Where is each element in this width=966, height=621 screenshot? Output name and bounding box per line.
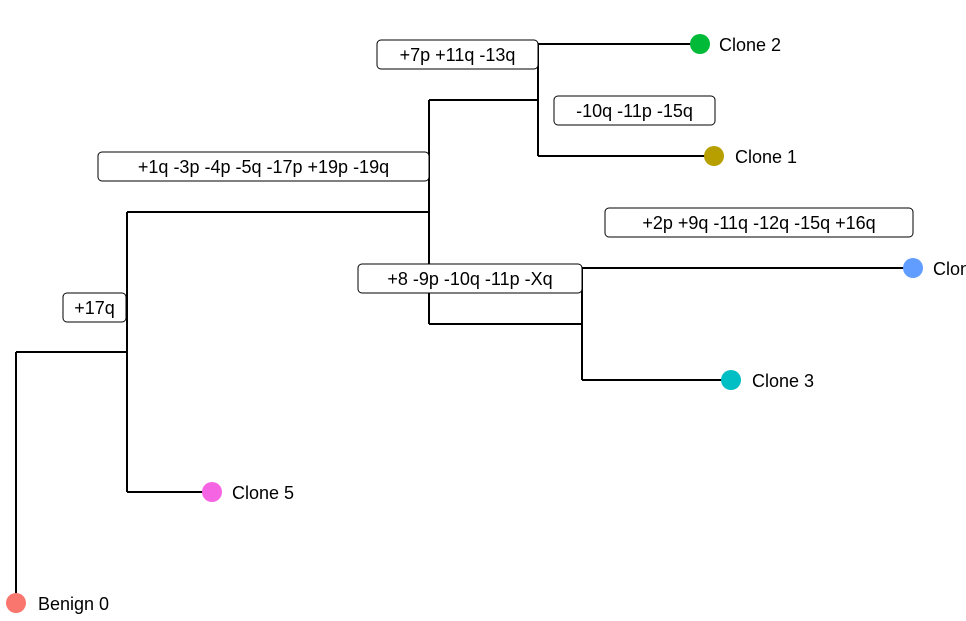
tip-clone1: Clone 1 xyxy=(704,146,797,167)
tip-label-clone2: Clone 2 xyxy=(719,35,781,55)
tip-dot-clone2 xyxy=(690,34,710,54)
event-label-8: +8 -9p -10q -11p -Xq xyxy=(357,263,583,294)
event-text-7p: +7p +11q -13q xyxy=(400,45,516,65)
tip-label-benign0: Benign 0 xyxy=(38,594,109,614)
tip-label-clone5: Clone 5 xyxy=(232,483,294,503)
event-box-8 xyxy=(357,263,583,294)
tip-benign0: Benign 0 xyxy=(6,593,109,614)
event-label-10q: -10q -11p -15q xyxy=(553,95,716,126)
tree-edges xyxy=(15,43,913,603)
tip-clone3: Clone 3 xyxy=(721,370,814,391)
tip-clone2: Clone 2 xyxy=(690,34,781,55)
tip-label-clone1: Clone 1 xyxy=(735,147,797,167)
tip-dot-clone1 xyxy=(704,146,724,166)
event-label-7p: +7p +11q -13q xyxy=(376,39,539,70)
event-label-2p: +2p +9q -11q -12q -15q +16q xyxy=(604,207,914,238)
event-box-10q xyxy=(553,95,716,126)
tip-clone5: Clone 5 xyxy=(202,482,294,503)
event-box-17q xyxy=(62,292,127,323)
tip-dot-clone5 xyxy=(202,482,222,502)
event-label-1q: +1q -3p -4p -5q -17p +19p -19q xyxy=(97,151,430,182)
tip-label-clone3: Clone 3 xyxy=(752,371,814,391)
tip-clone4: Clone 4 xyxy=(903,258,966,279)
event-text-17q: +17q xyxy=(74,298,115,318)
event-box-1q xyxy=(97,151,430,182)
tip-dot-benign0 xyxy=(6,593,26,613)
event-box-7p xyxy=(376,39,539,70)
tip-dot-clone4 xyxy=(903,258,923,278)
tip-label-clone4: Clone 4 xyxy=(933,259,966,279)
tip-dot-clone3 xyxy=(721,370,741,390)
event-text-8: +8 -9p -10q -11p -Xq xyxy=(387,269,552,289)
event-box-2p xyxy=(604,207,914,238)
event-text-2p: +2p +9q -11q -12q -15q +16q xyxy=(642,213,875,233)
event-text-10q: -10q -11p -15q xyxy=(576,101,693,121)
event-text-1q: +1q -3p -4p -5q -17p +19p -19q xyxy=(138,157,389,177)
event-label-17q: +17q xyxy=(62,292,127,323)
